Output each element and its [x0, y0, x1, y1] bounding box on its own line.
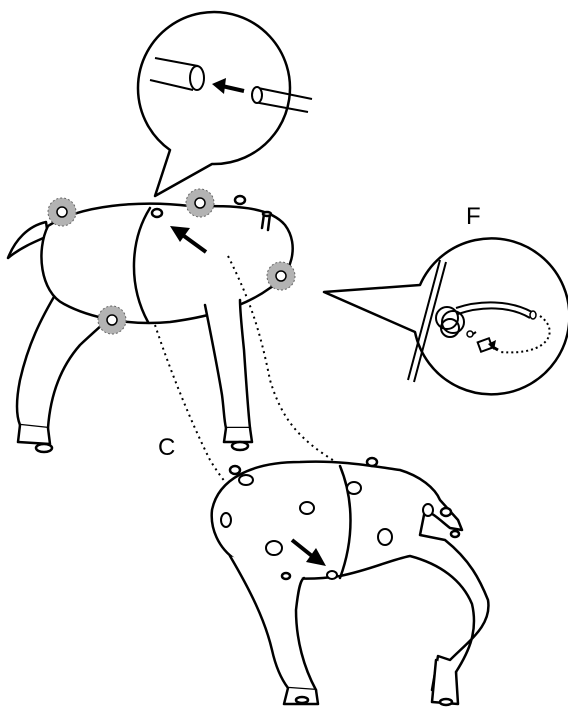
deer-body-part	[212, 458, 489, 705]
knot-callout	[324, 238, 568, 394]
body	[41, 204, 292, 323]
front-leg	[205, 300, 250, 428]
deer-assembled	[8, 196, 293, 452]
label-c: C	[158, 436, 175, 460]
label-f: F	[466, 205, 481, 229]
peg-callout	[138, 12, 312, 196]
